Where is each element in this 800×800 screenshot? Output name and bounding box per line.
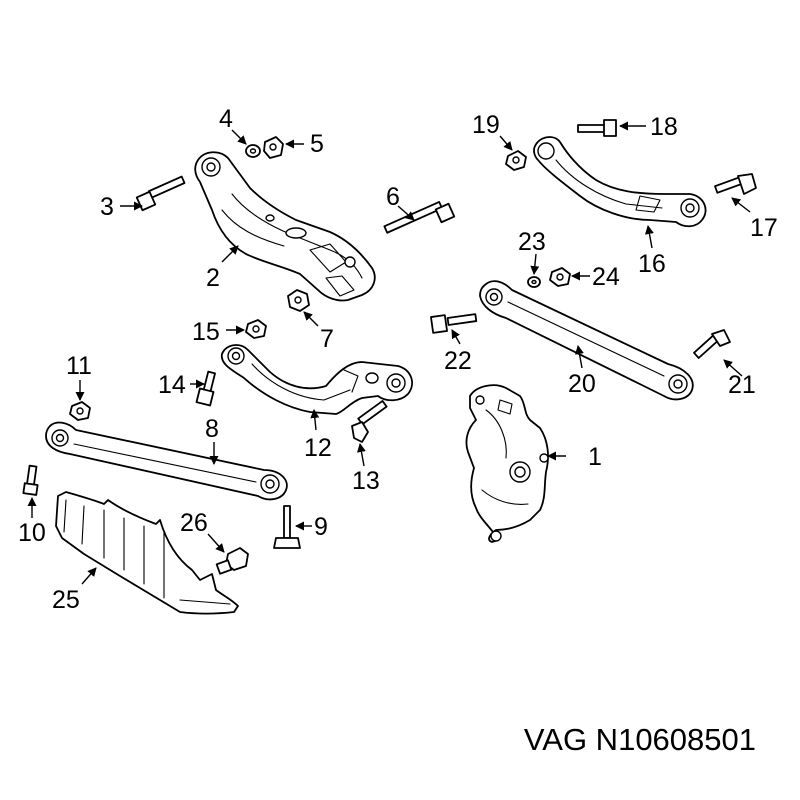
upper-rear-arm-part <box>533 136 707 228</box>
bolt-3-part <box>135 175 186 212</box>
leader-7 <box>303 311 319 327</box>
callout-23: 23 <box>518 228 546 256</box>
nut-5-part <box>263 136 284 159</box>
callout-4: 4 <box>219 105 233 133</box>
underbody-shield-part <box>55 491 239 615</box>
nut-7-part <box>287 289 310 312</box>
bolt-21-part <box>693 329 731 359</box>
callout-1: 1 <box>588 443 602 471</box>
leader-2 <box>221 245 239 263</box>
callout-19: 19 <box>472 111 500 139</box>
bolt-13-part <box>351 400 388 443</box>
screw-9-part <box>273 505 301 549</box>
callout-17: 17 <box>750 214 778 242</box>
lateral-link-8-part <box>45 421 288 501</box>
callout-25: 25 <box>52 586 80 614</box>
callout-5: 5 <box>310 130 324 158</box>
leader-21 <box>723 359 743 377</box>
callout-24: 24 <box>592 263 620 291</box>
clip-26-part <box>215 547 249 575</box>
leader-lines <box>27 121 751 585</box>
leader-13 <box>357 443 366 467</box>
bolt-17-part <box>714 173 757 195</box>
callout-labels: 1 2 3 4 5 6 7 8 9 10 11 12 13 14 15 16 1… <box>18 105 778 614</box>
steering-knuckle-part <box>465 384 549 543</box>
bolt-18-part <box>577 119 617 137</box>
bolt-22-part <box>430 313 478 334</box>
leader-23 <box>530 253 540 275</box>
callout-26: 26 <box>180 509 208 537</box>
callout-2: 2 <box>206 264 220 292</box>
nut-24-part <box>549 267 571 287</box>
leader-12 <box>310 409 320 431</box>
callout-22: 22 <box>444 347 472 375</box>
lower-control-arm-part <box>194 151 376 302</box>
washer-23-part <box>527 276 541 288</box>
leader-17 <box>731 197 751 213</box>
callout-3: 3 <box>100 193 114 221</box>
bolt-14-part <box>195 370 216 407</box>
nut-19-part <box>505 150 527 171</box>
callout-8: 8 <box>205 415 219 443</box>
leader-25 <box>81 567 97 585</box>
callout-21: 21 <box>728 371 756 399</box>
leader-22 <box>451 329 461 345</box>
callout-12: 12 <box>304 434 332 462</box>
callout-18: 18 <box>650 113 678 141</box>
callout-9: 9 <box>314 513 328 541</box>
lateral-link-20-part <box>479 280 694 401</box>
callout-11: 11 <box>66 352 92 380</box>
nut-15-part <box>245 319 267 339</box>
washer-4-part <box>245 144 261 158</box>
leader-6 <box>397 205 415 221</box>
callout-16: 16 <box>638 250 666 278</box>
leader-4 <box>231 129 247 145</box>
callout-20: 20 <box>568 370 596 398</box>
leader-26 <box>207 533 225 553</box>
bolt-10-part <box>22 464 39 496</box>
callout-13: 13 <box>352 467 380 495</box>
part-number-label: VAG N10608501 <box>523 722 756 757</box>
callout-14: 14 <box>158 371 186 399</box>
callout-15: 15 <box>192 318 220 346</box>
leader-19 <box>499 135 513 151</box>
callout-6: 6 <box>386 183 400 211</box>
callout-7: 7 <box>320 325 334 353</box>
leader-16 <box>645 225 654 249</box>
leader-20 <box>575 345 584 369</box>
upper-arm-12-part <box>220 344 413 415</box>
callout-10: 10 <box>18 519 46 547</box>
nut-11-part <box>69 401 91 421</box>
